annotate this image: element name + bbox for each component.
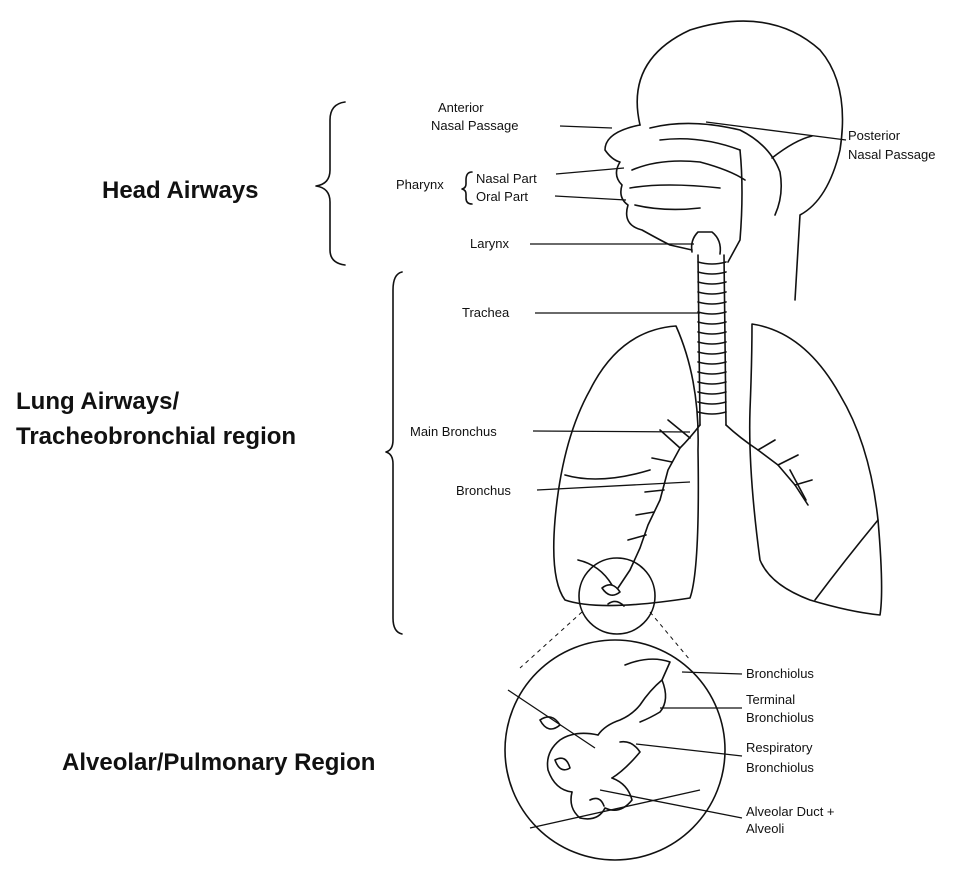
alveolar-region-lines <box>508 690 700 828</box>
bronchial-tree <box>618 420 812 588</box>
trachea-ring <box>698 372 726 374</box>
alveolar-drawing <box>540 659 670 819</box>
trachea-ring <box>698 262 726 264</box>
trachea-ring <box>698 272 726 274</box>
trachea-ring <box>698 362 726 364</box>
larynx-label: Larynx <box>470 236 510 251</box>
respiratory-bronchiolus-label: Bronchiolus <box>746 760 814 775</box>
trachea-ring <box>698 282 726 284</box>
magnify-small-circle <box>579 558 655 634</box>
trachea-ring <box>698 412 726 414</box>
lung-bracket <box>386 272 402 634</box>
posterior-label: Posterior <box>848 128 901 143</box>
pharynx-brace <box>462 172 472 204</box>
posterior-nasal-passage-label: Nasal Passage <box>848 147 935 162</box>
alveoli-small <box>602 585 624 606</box>
trachea-ring <box>698 392 726 394</box>
trachea-label: Trachea <box>462 305 510 320</box>
oral-part-label: Oral Part <box>476 189 528 204</box>
nasal-part-label: Nasal Part <box>476 171 537 186</box>
head-brace <box>316 102 345 265</box>
main-bronchus-label: Main Bronchus <box>410 424 497 439</box>
bronchiolus-label: Bronchiolus <box>746 666 814 681</box>
alveolar-duct-label: Alveolar Duct + <box>746 804 835 819</box>
terminal-label: Terminal <box>746 692 795 707</box>
bronchus-label: Bronchus <box>456 483 511 498</box>
trachea-ring <box>698 302 726 304</box>
respiratory-label: Respiratory <box>746 740 813 755</box>
anterior-nasal-passage-label: Nasal Passage <box>431 118 518 133</box>
terminal-bronchiolus-label: Bronchiolus <box>746 710 814 725</box>
trachea-ring <box>698 342 726 344</box>
head-airways-label: Head Airways <box>102 177 259 204</box>
anterior-label: Anterior <box>438 100 484 115</box>
trachea-ring <box>698 402 726 404</box>
trachea-ring <box>698 382 726 384</box>
left-lung <box>554 326 699 606</box>
right-lung <box>750 324 882 615</box>
lung-airways-label: Lung Airways/ <box>16 388 179 415</box>
tracheobronchial-label: Tracheobronchial region <box>16 423 296 450</box>
trachea-ring <box>698 312 726 314</box>
pharynx-label: Pharynx <box>396 177 444 192</box>
trachea-drawing <box>698 255 726 425</box>
trachea-ring <box>698 292 726 294</box>
trachea-ring <box>698 352 726 354</box>
trachea-ring <box>698 322 726 324</box>
trachea-ring <box>698 332 726 334</box>
alveolar-region-label: Alveolar/Pulmonary Region <box>62 749 375 776</box>
alveoli-label: Alveoli <box>746 821 784 836</box>
